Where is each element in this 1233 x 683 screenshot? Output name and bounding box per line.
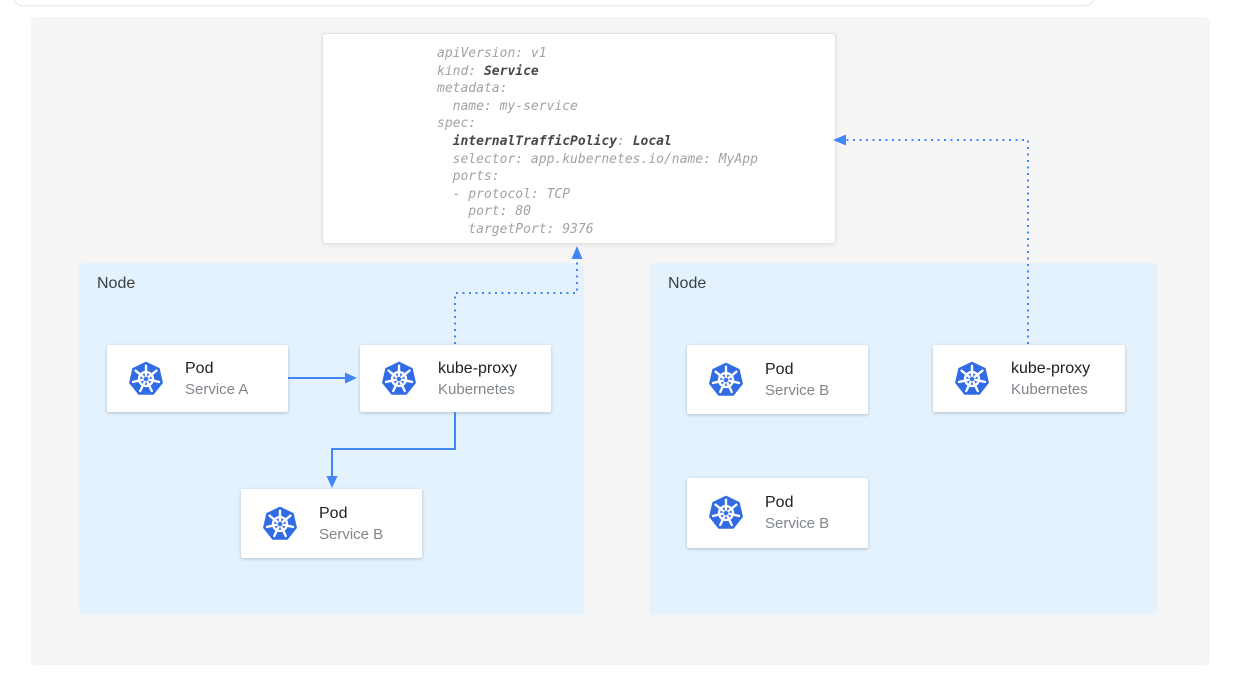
node-box-left: Node xyxy=(79,263,584,615)
top-card-edge xyxy=(14,0,1094,6)
card-subtitle: Service B xyxy=(319,525,384,543)
card-kube-proxy-left: kube-proxy Kubernetes xyxy=(360,345,551,412)
card-title: Pod xyxy=(185,359,214,377)
card-text: Pod Service B xyxy=(319,505,383,543)
yaml-line: - protocol: TCP xyxy=(437,186,835,204)
yaml-text: port: 80 xyxy=(437,204,531,220)
yaml-line: internalTrafficPolicy: Local xyxy=(437,133,835,151)
yaml-text-bold: Service xyxy=(483,63,539,79)
card-pod-service-b-right-top: Pod Service B xyxy=(687,345,868,414)
node-box-right: Node xyxy=(650,263,1157,615)
card-subtitle: Service B xyxy=(765,515,830,532)
card-title: Pod xyxy=(765,494,794,511)
card-text: Pod Service B xyxy=(765,494,829,532)
card-title: Pod xyxy=(765,360,794,378)
card-pod-service-b-left: Pod Service B xyxy=(241,489,422,558)
card-text: kube-proxy Kubernetes xyxy=(438,360,517,398)
yaml-text: selector: app.kubernetes.io/name: MyApp xyxy=(437,151,758,167)
kubernetes-icon xyxy=(953,360,991,398)
card-text: kube-proxy Kubernetes xyxy=(1011,360,1090,398)
card-pod-service-b-right-bottom: Pod Service B xyxy=(687,478,868,548)
yaml-text xyxy=(437,134,453,149)
yaml-text: kind: xyxy=(437,63,484,79)
card-subtitle: Kubernetes xyxy=(438,380,515,398)
yaml-text: spec: xyxy=(437,116,477,132)
card-title: kube-proxy xyxy=(1011,359,1091,377)
card-text: Pod Service B xyxy=(765,361,829,399)
yaml-line: targetPort: 9376 xyxy=(437,221,835,239)
card-subtitle: Kubernetes xyxy=(1011,380,1088,398)
yaml-text: name: my-service xyxy=(437,98,578,114)
card-title: kube-proxy xyxy=(438,359,518,377)
kubernetes-icon xyxy=(707,361,745,399)
kubernetes-icon xyxy=(127,360,165,398)
yaml-text: targetPort: 9376 xyxy=(437,221,594,237)
yaml-line: kind: Service xyxy=(437,63,835,81)
yaml-line: selector: app.kubernetes.io/name: MyApp xyxy=(437,151,835,169)
card-subtitle: Service B xyxy=(765,381,830,399)
kubernetes-icon xyxy=(261,505,299,543)
yaml-text-bold: internalTrafficPolicy xyxy=(452,133,618,149)
yaml-line: apiVersion: v1 xyxy=(437,45,835,63)
kubernetes-icon xyxy=(707,494,745,532)
yaml-text: metadata: xyxy=(437,81,508,97)
yaml-text: apiVersion: v1 xyxy=(437,46,547,61)
service-yaml-card: apiVersion: v1 kind: Service metadata: n… xyxy=(322,33,836,244)
yaml-line: spec: xyxy=(437,115,835,133)
yaml-text: ports: xyxy=(437,169,500,185)
card-subtitle: Service A xyxy=(185,380,249,398)
node-label: Node xyxy=(97,275,136,292)
yaml-line: ports: xyxy=(437,168,835,186)
yaml-text: : xyxy=(617,133,633,149)
yaml-line: name: my-service xyxy=(437,98,835,116)
card-kube-proxy-right: kube-proxy Kubernetes xyxy=(933,345,1125,412)
yaml-text: - protocol: TCP xyxy=(437,186,571,202)
card-title: Pod xyxy=(319,504,348,522)
kubernetes-icon xyxy=(380,360,418,398)
card-pod-service-a: Pod Service A xyxy=(107,345,288,412)
card-text: Pod Service A xyxy=(185,360,248,398)
node-label: Node xyxy=(668,275,707,292)
yaml-text-bold: Local xyxy=(632,133,672,149)
yaml-line: metadata: xyxy=(437,80,835,98)
yaml-line: port: 80 xyxy=(437,203,835,221)
